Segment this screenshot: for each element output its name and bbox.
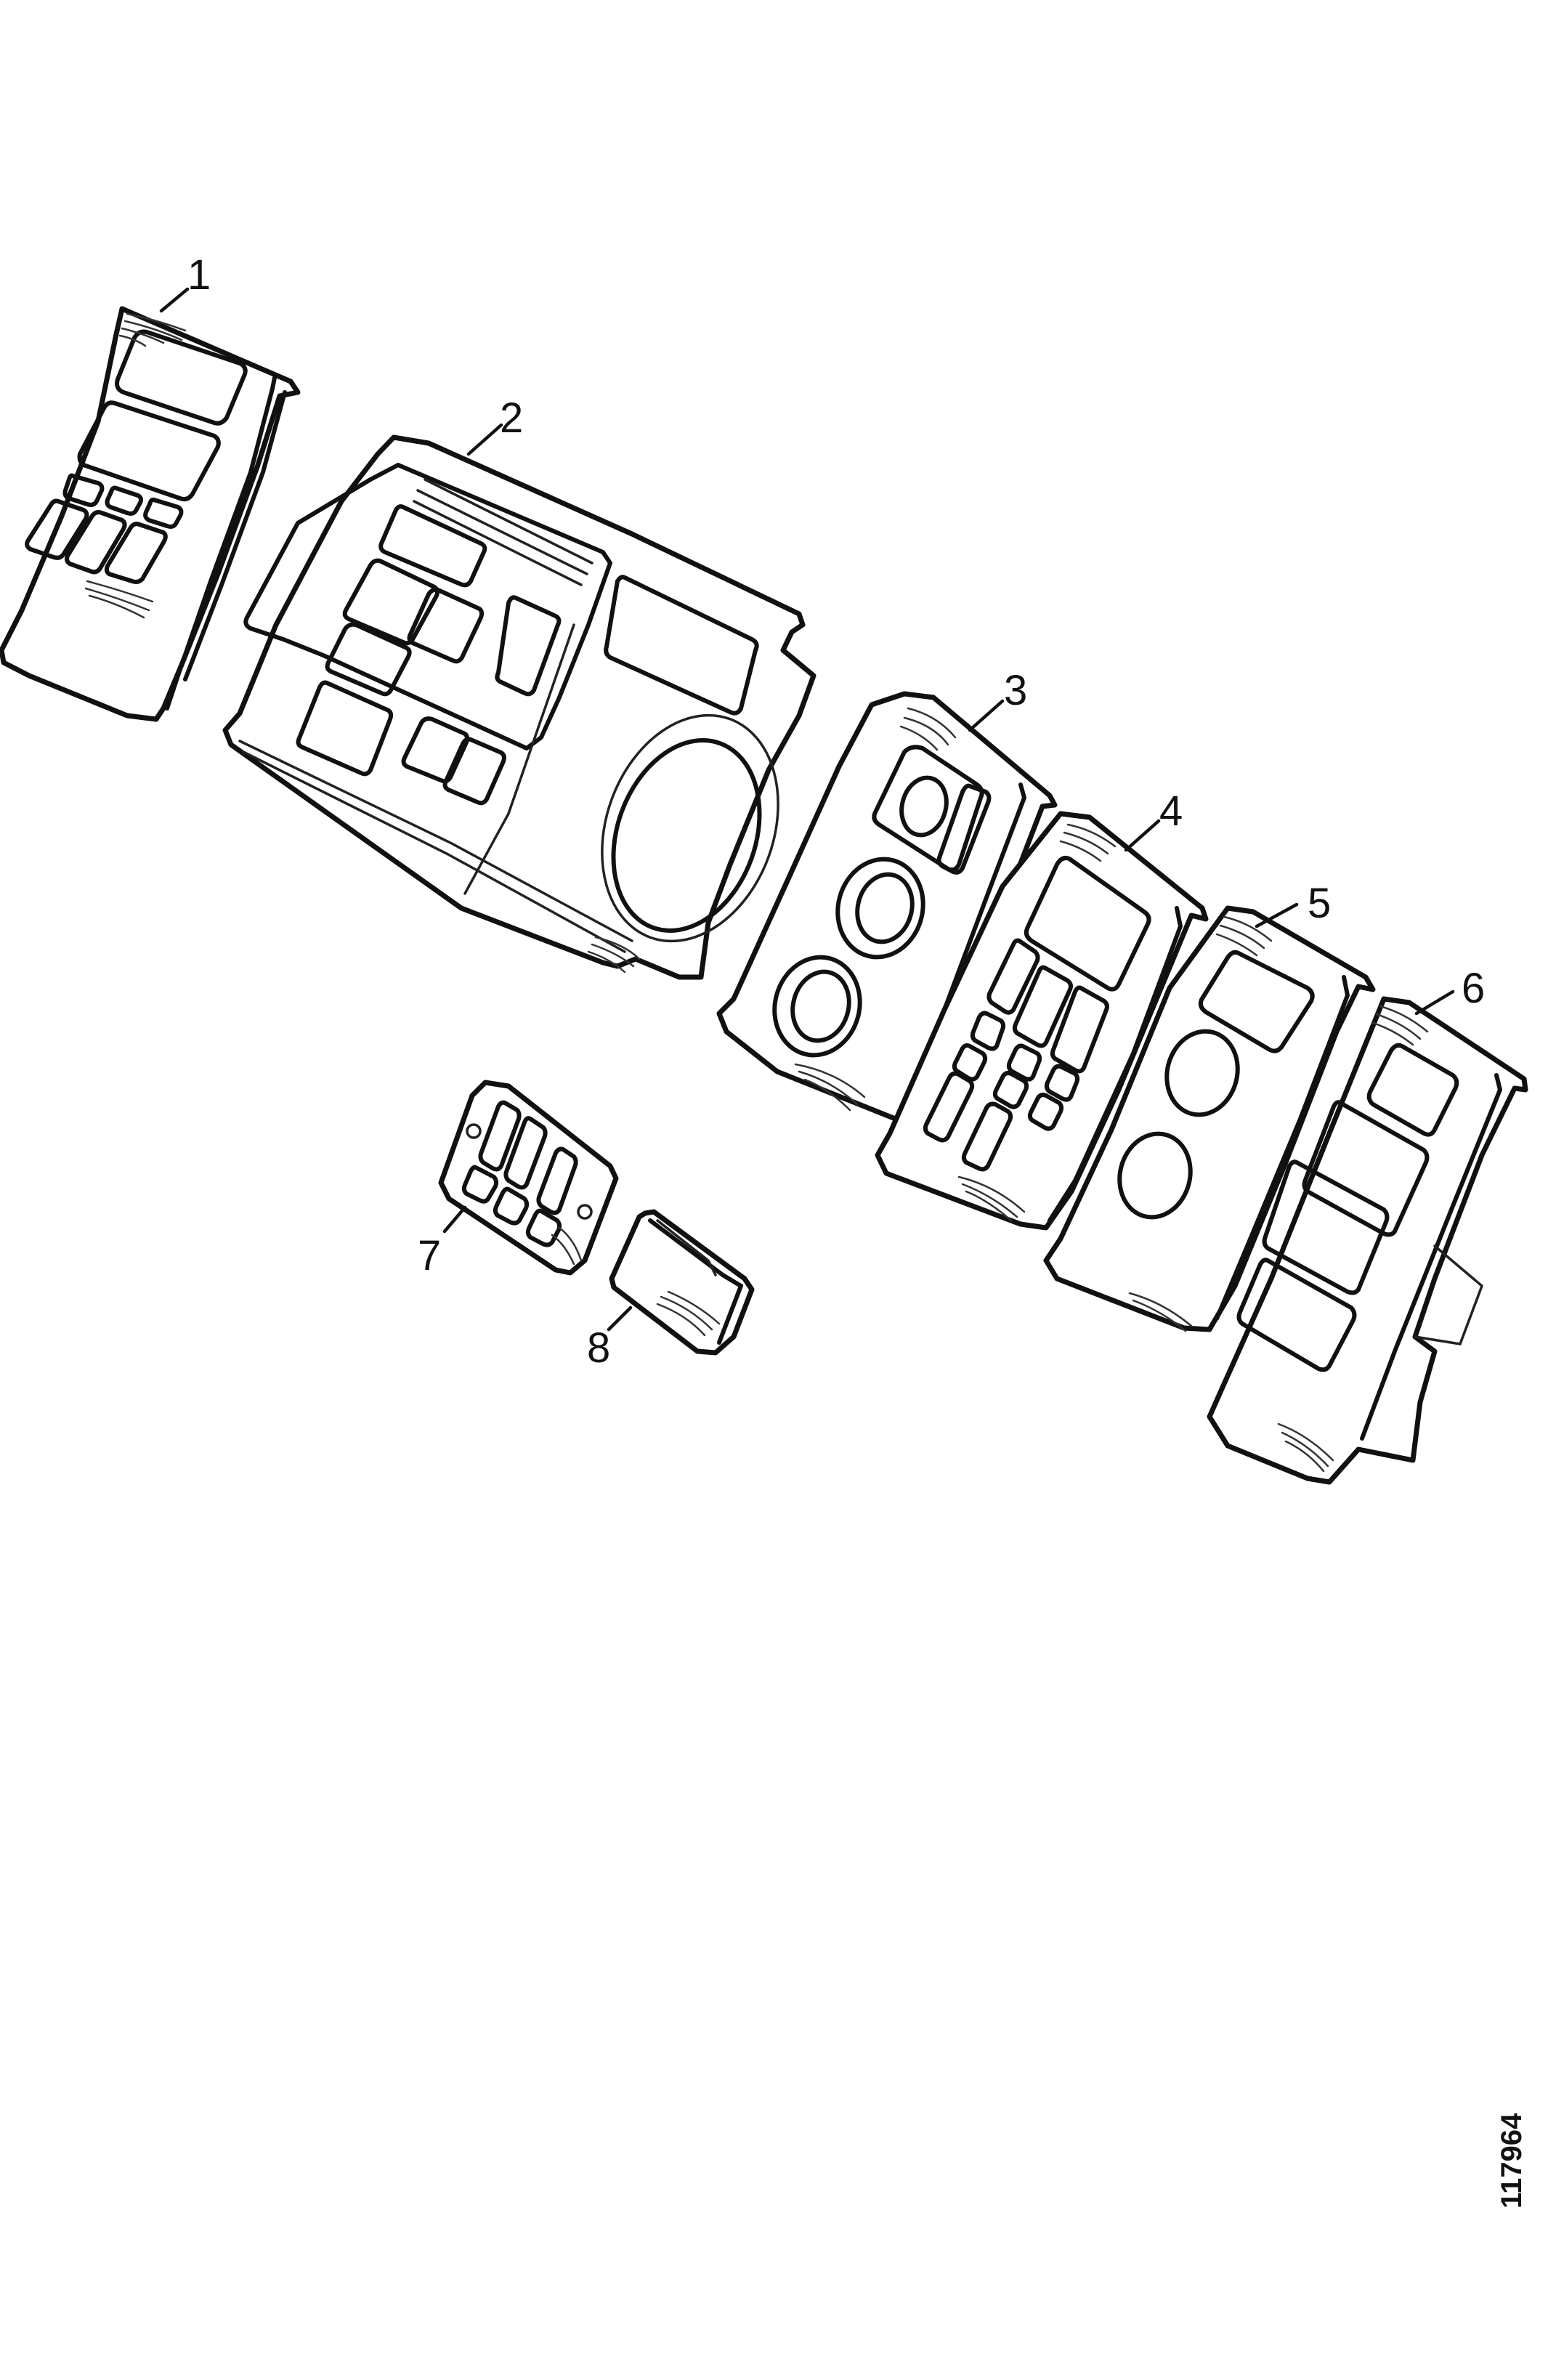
- part-2-center-instrument-panel: [222, 434, 816, 980]
- leader-line-6: [1414, 989, 1455, 1016]
- leader-line-3: [968, 699, 1005, 732]
- callout-7: 7: [418, 1232, 441, 1279]
- leader-line-5: [1255, 902, 1299, 928]
- leader-line-2: [466, 423, 503, 456]
- callout-8: 8: [587, 1324, 610, 1372]
- callout-1: 1: [187, 251, 211, 299]
- part-6-right-trim-panel: [1207, 996, 1528, 1485]
- callout-5: 5: [1308, 880, 1331, 927]
- callout-2: 2: [500, 394, 523, 442]
- callout-6: 6: [1462, 965, 1485, 1012]
- callout-4: 4: [1159, 788, 1183, 835]
- leader-line-7: [442, 1205, 467, 1234]
- part-8-cover-insert: [609, 1209, 755, 1356]
- figure-reference-number: 117964: [1496, 2113, 1528, 2209]
- part-1-left-trim-panel: [0, 306, 301, 722]
- leader-line-1: [159, 287, 190, 313]
- leader-line-4: [1124, 819, 1161, 852]
- part-4-audio-control-panel: [875, 811, 1209, 1231]
- part-7-switch-panel: [438, 1080, 619, 1276]
- leader-line-8: [607, 1306, 633, 1332]
- callout-3: 3: [1004, 667, 1027, 714]
- part-5-display-gauge-panel: [1043, 905, 1376, 1332]
